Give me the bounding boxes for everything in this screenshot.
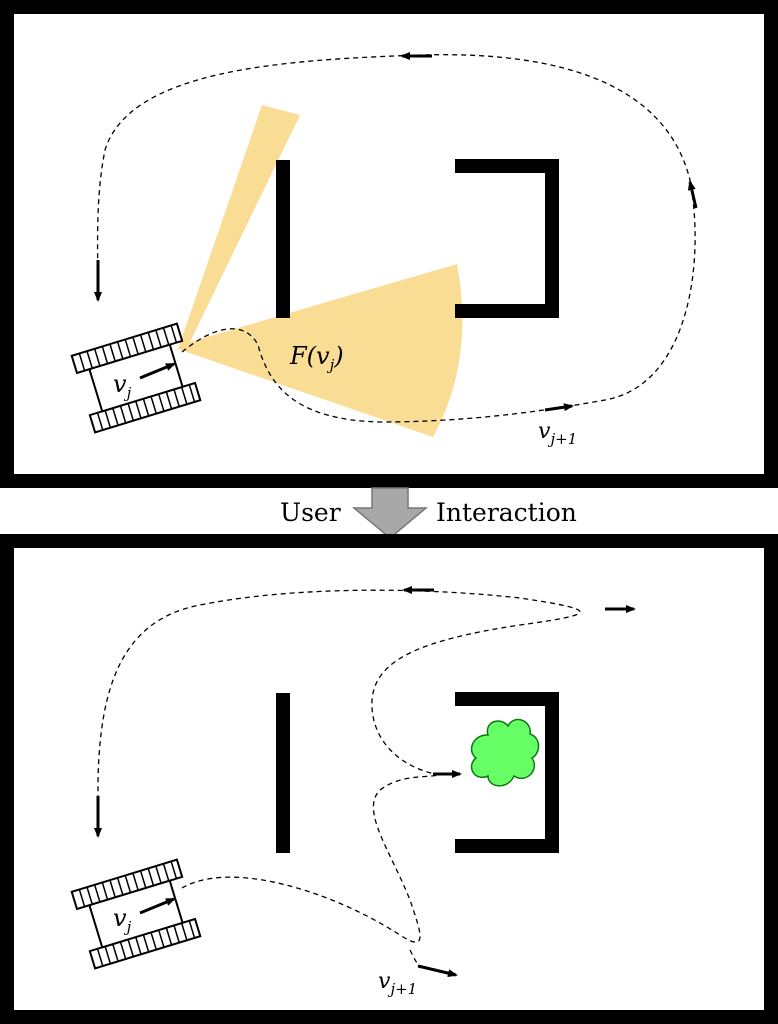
robot-heading-arrow-bottom (139, 897, 176, 915)
path-arrow-bottom (544, 403, 574, 412)
robot-heading-arrow-top (139, 362, 176, 380)
next-pose-label-bottom: vj+1 (378, 969, 417, 998)
user-label: User (280, 498, 341, 527)
wall-bracket-bottom (455, 692, 559, 853)
down-arrow-icon (351, 487, 429, 539)
interaction-label: Interaction (436, 498, 577, 527)
separator: User Interaction (280, 487, 577, 539)
wall-bracket (455, 159, 559, 318)
path-arrow-next-bottom (417, 964, 458, 978)
wall-left (276, 160, 290, 318)
trajectory-path (96, 54, 696, 423)
robot-label-top: vj (113, 370, 132, 402)
path-arrow-right (687, 180, 698, 209)
wall-left-bottom (276, 693, 290, 853)
fov-label: F(vj) (289, 342, 344, 374)
robot-label-bottom: vj (113, 904, 132, 936)
trajectory-path-bottom (97, 589, 581, 943)
field-of-view-region (178, 105, 463, 437)
bottom-panel: vj vj+1 (0, 534, 778, 1024)
detected-object (470, 718, 540, 787)
next-pose-label-top: vj+1 (538, 419, 577, 448)
top-panel: vj F(vj) vj+1 (0, 0, 778, 488)
